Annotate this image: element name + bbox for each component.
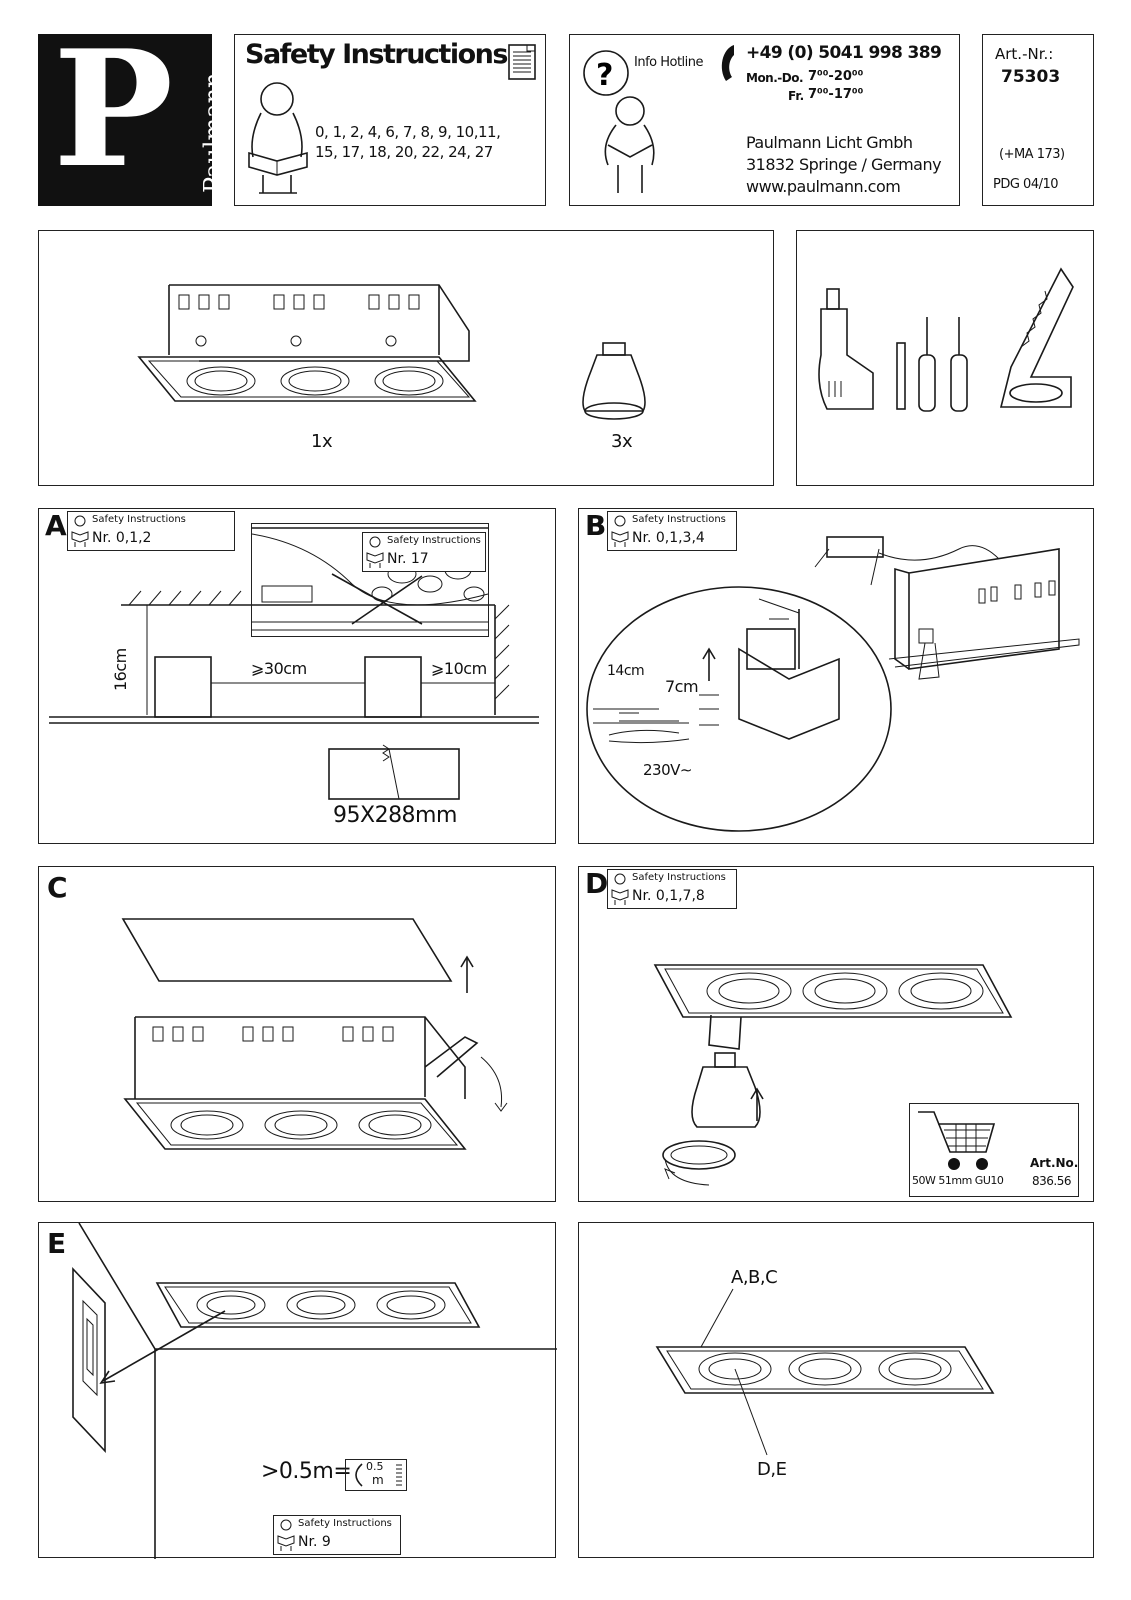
safety-ref-title: Safety Instructions <box>632 514 726 525</box>
pdg-code: PDG 04/10 <box>993 177 1059 192</box>
step-c-panel: C <box>38 866 556 1202</box>
gu10-bulb <box>582 342 646 420</box>
ceiling-section-drawing <box>49 590 539 800</box>
company-address: 31832 Springe / Germany <box>746 155 942 174</box>
overview-label-bottom: D,E <box>757 1459 787 1480</box>
distance-label: >0.5m= <box>261 1459 352 1484</box>
screwdriver-flat-icon <box>918 317 936 412</box>
ma-code: (+MA 173) <box>999 147 1065 162</box>
art-label: Art.-Nr.: <box>995 45 1054 63</box>
safety-numbers-line2: 15, 17, 18, 20, 22, 24, 27 <box>315 143 493 161</box>
replacement-bulb-box: Art.No. 50W 51mm GU10 836.56 <box>909 1103 1079 1197</box>
step-d-safety-ref: Safety Instructions Nr. 0,1,7,8 <box>607 869 737 909</box>
spacing-label: ⩾30cm <box>251 659 307 678</box>
voltage-label: 230V∼ <box>643 761 692 779</box>
ceiling-inset: Safety Instructions Nr. 17 <box>251 523 489 637</box>
saw-icon <box>999 267 1074 408</box>
company-website[interactable]: www.paulmann.com <box>746 177 901 196</box>
person-reading-icon <box>611 515 629 547</box>
symbol-unit: m <box>372 1473 384 1487</box>
step-e-letter: E <box>47 1227 67 1260</box>
surface-hatch-icon <box>396 1464 402 1486</box>
symbol-value: 0.5 <box>366 1460 384 1473</box>
strip-inner-label: 7cm <box>665 677 699 696</box>
shopping-cart-icon <box>918 1111 996 1170</box>
tools-panel <box>796 230 1094 486</box>
step-b-letter: B <box>585 509 607 542</box>
step-d-letter: D <box>585 867 609 900</box>
info-hotline-block: ? Info Hotline +49 (0) 5041 998 389 Mon.… <box>569 34 960 206</box>
bulb-spec: 50W 51mm GU10 <box>912 1174 1004 1187</box>
package-contents-panel: 1x 3x <box>38 230 774 486</box>
fixture-quantity: 1x <box>311 431 333 452</box>
inset-safety-ref: Safety Instructions Nr. 17 <box>362 532 486 572</box>
svg-text:?: ? <box>596 58 613 93</box>
person-reading-icon <box>277 1519 295 1551</box>
safety-ref-title: Safety Instructions <box>632 872 726 883</box>
brand-name: Paulmann <box>199 72 227 194</box>
hours-weekdays: 7⁰⁰-20⁰⁰ <box>808 69 864 84</box>
safety-ref-numbers: Nr. 0,1,3,4 <box>632 530 705 546</box>
safety-ref-numbers: Nr. 0,1,2 <box>92 530 152 546</box>
overview-label-top: A,B,C <box>731 1267 778 1288</box>
person-reading-icon <box>366 536 384 568</box>
cutout-dimensions: 95X288mm <box>333 803 457 828</box>
bulb-replacement-drawing <box>653 964 1013 1186</box>
wall-distance-label: ⩾10cm <box>431 659 487 678</box>
hours-friday-label: Fr. <box>788 89 805 103</box>
company-name: Paulmann Licht Gmbh <box>746 133 913 152</box>
brand-logo-block: P Paulmann <box>38 29 227 206</box>
safety-instructions-header: Safety Instructions 0, 1, 2, 4, 6, 7, 8,… <box>234 34 546 206</box>
hotline-label: Info Hotline <box>634 55 704 70</box>
question-person-icon: ? <box>583 50 655 193</box>
screwdriver-phillips-icon <box>950 317 968 412</box>
step-b-safety-ref: Safety Instructions Nr. 0,1,3,4 <box>607 511 737 551</box>
person-reading-icon <box>248 82 308 194</box>
cart-art-label: Art.No. <box>1030 1156 1079 1170</box>
distance-symbol: 0.5 m <box>345 1459 407 1491</box>
step-e-safety-ref: Safety Instructions Nr. 9 <box>273 1515 401 1555</box>
step-a-safety-ref: Safety Instructions Nr. 0,1,2 <box>67 511 235 551</box>
lamp-distance-icon <box>355 1463 363 1487</box>
person-reading-icon <box>611 873 629 905</box>
safety-ref-title: Safety Instructions <box>298 1518 392 1529</box>
hours-friday: 7⁰⁰-17⁰⁰ <box>808 87 864 102</box>
phone-icon <box>721 45 734 81</box>
hours-weekdays-label: Mon.-Do. <box>746 71 804 85</box>
ceiling-cutout-panel <box>121 918 453 982</box>
drill-icon <box>818 288 874 410</box>
document-icon <box>508 44 536 80</box>
step-b-panel: B Safety Instructions Nr. 0,1,3,4 14cm 7… <box>578 508 1094 844</box>
step-c-letter: C <box>47 871 68 904</box>
art-number: 75303 <box>1001 67 1061 87</box>
step-d-panel: D Safety Instructions Nr. 0,1,7,8 Art.No… <box>578 866 1094 1202</box>
step-e-panel: E >0.5m= 0.5 m Safety Instructions Nr. 9 <box>38 1222 557 1559</box>
drill-bit-icon <box>896 342 906 410</box>
insulation-warning-graphic <box>251 527 489 631</box>
step-a-letter: A <box>45 509 67 542</box>
safety-numbers-line1: 0, 1, 2, 4, 6, 7, 8, 9, 10,11, <box>315 123 501 141</box>
strip-outer-label: 14cm <box>607 663 645 679</box>
article-number-block: Art.-Nr.: 75303 (+MA 173) PDG 04/10 <box>982 34 1094 206</box>
safety-ref-numbers: Nr. 17 <box>387 551 429 567</box>
step-a-panel: A Safety Instructions Nr. 0,1,2 Safety I… <box>38 508 556 844</box>
room-distance-drawing <box>72 1222 557 1559</box>
fixture-with-spring-clips <box>123 955 508 1150</box>
brand-letter: P <box>53 15 174 203</box>
triple-downlight-fixture <box>137 284 477 402</box>
bulb-quantity: 3x <box>611 431 633 452</box>
safety-ref-title: Safety Instructions <box>92 514 186 525</box>
cart-art-number: 836.56 <box>1032 1174 1072 1188</box>
person-reading-icon <box>71 515 89 547</box>
overview-panel: A,B,C D,E <box>578 1222 1094 1558</box>
safety-title: Safety Instructions <box>245 39 508 70</box>
safety-ref-title: Safety Instructions <box>387 535 481 546</box>
wiring-drawing <box>586 536 1080 832</box>
hotline-phone: +49 (0) 5041 998 389 <box>746 43 942 63</box>
safety-ref-numbers: Nr. 9 <box>298 1534 331 1550</box>
installed-fixture-drawing <box>655 1288 995 1456</box>
safety-ref-numbers: Nr. 0,1,7,8 <box>632 888 705 904</box>
depth-label: 16cm <box>111 648 130 691</box>
